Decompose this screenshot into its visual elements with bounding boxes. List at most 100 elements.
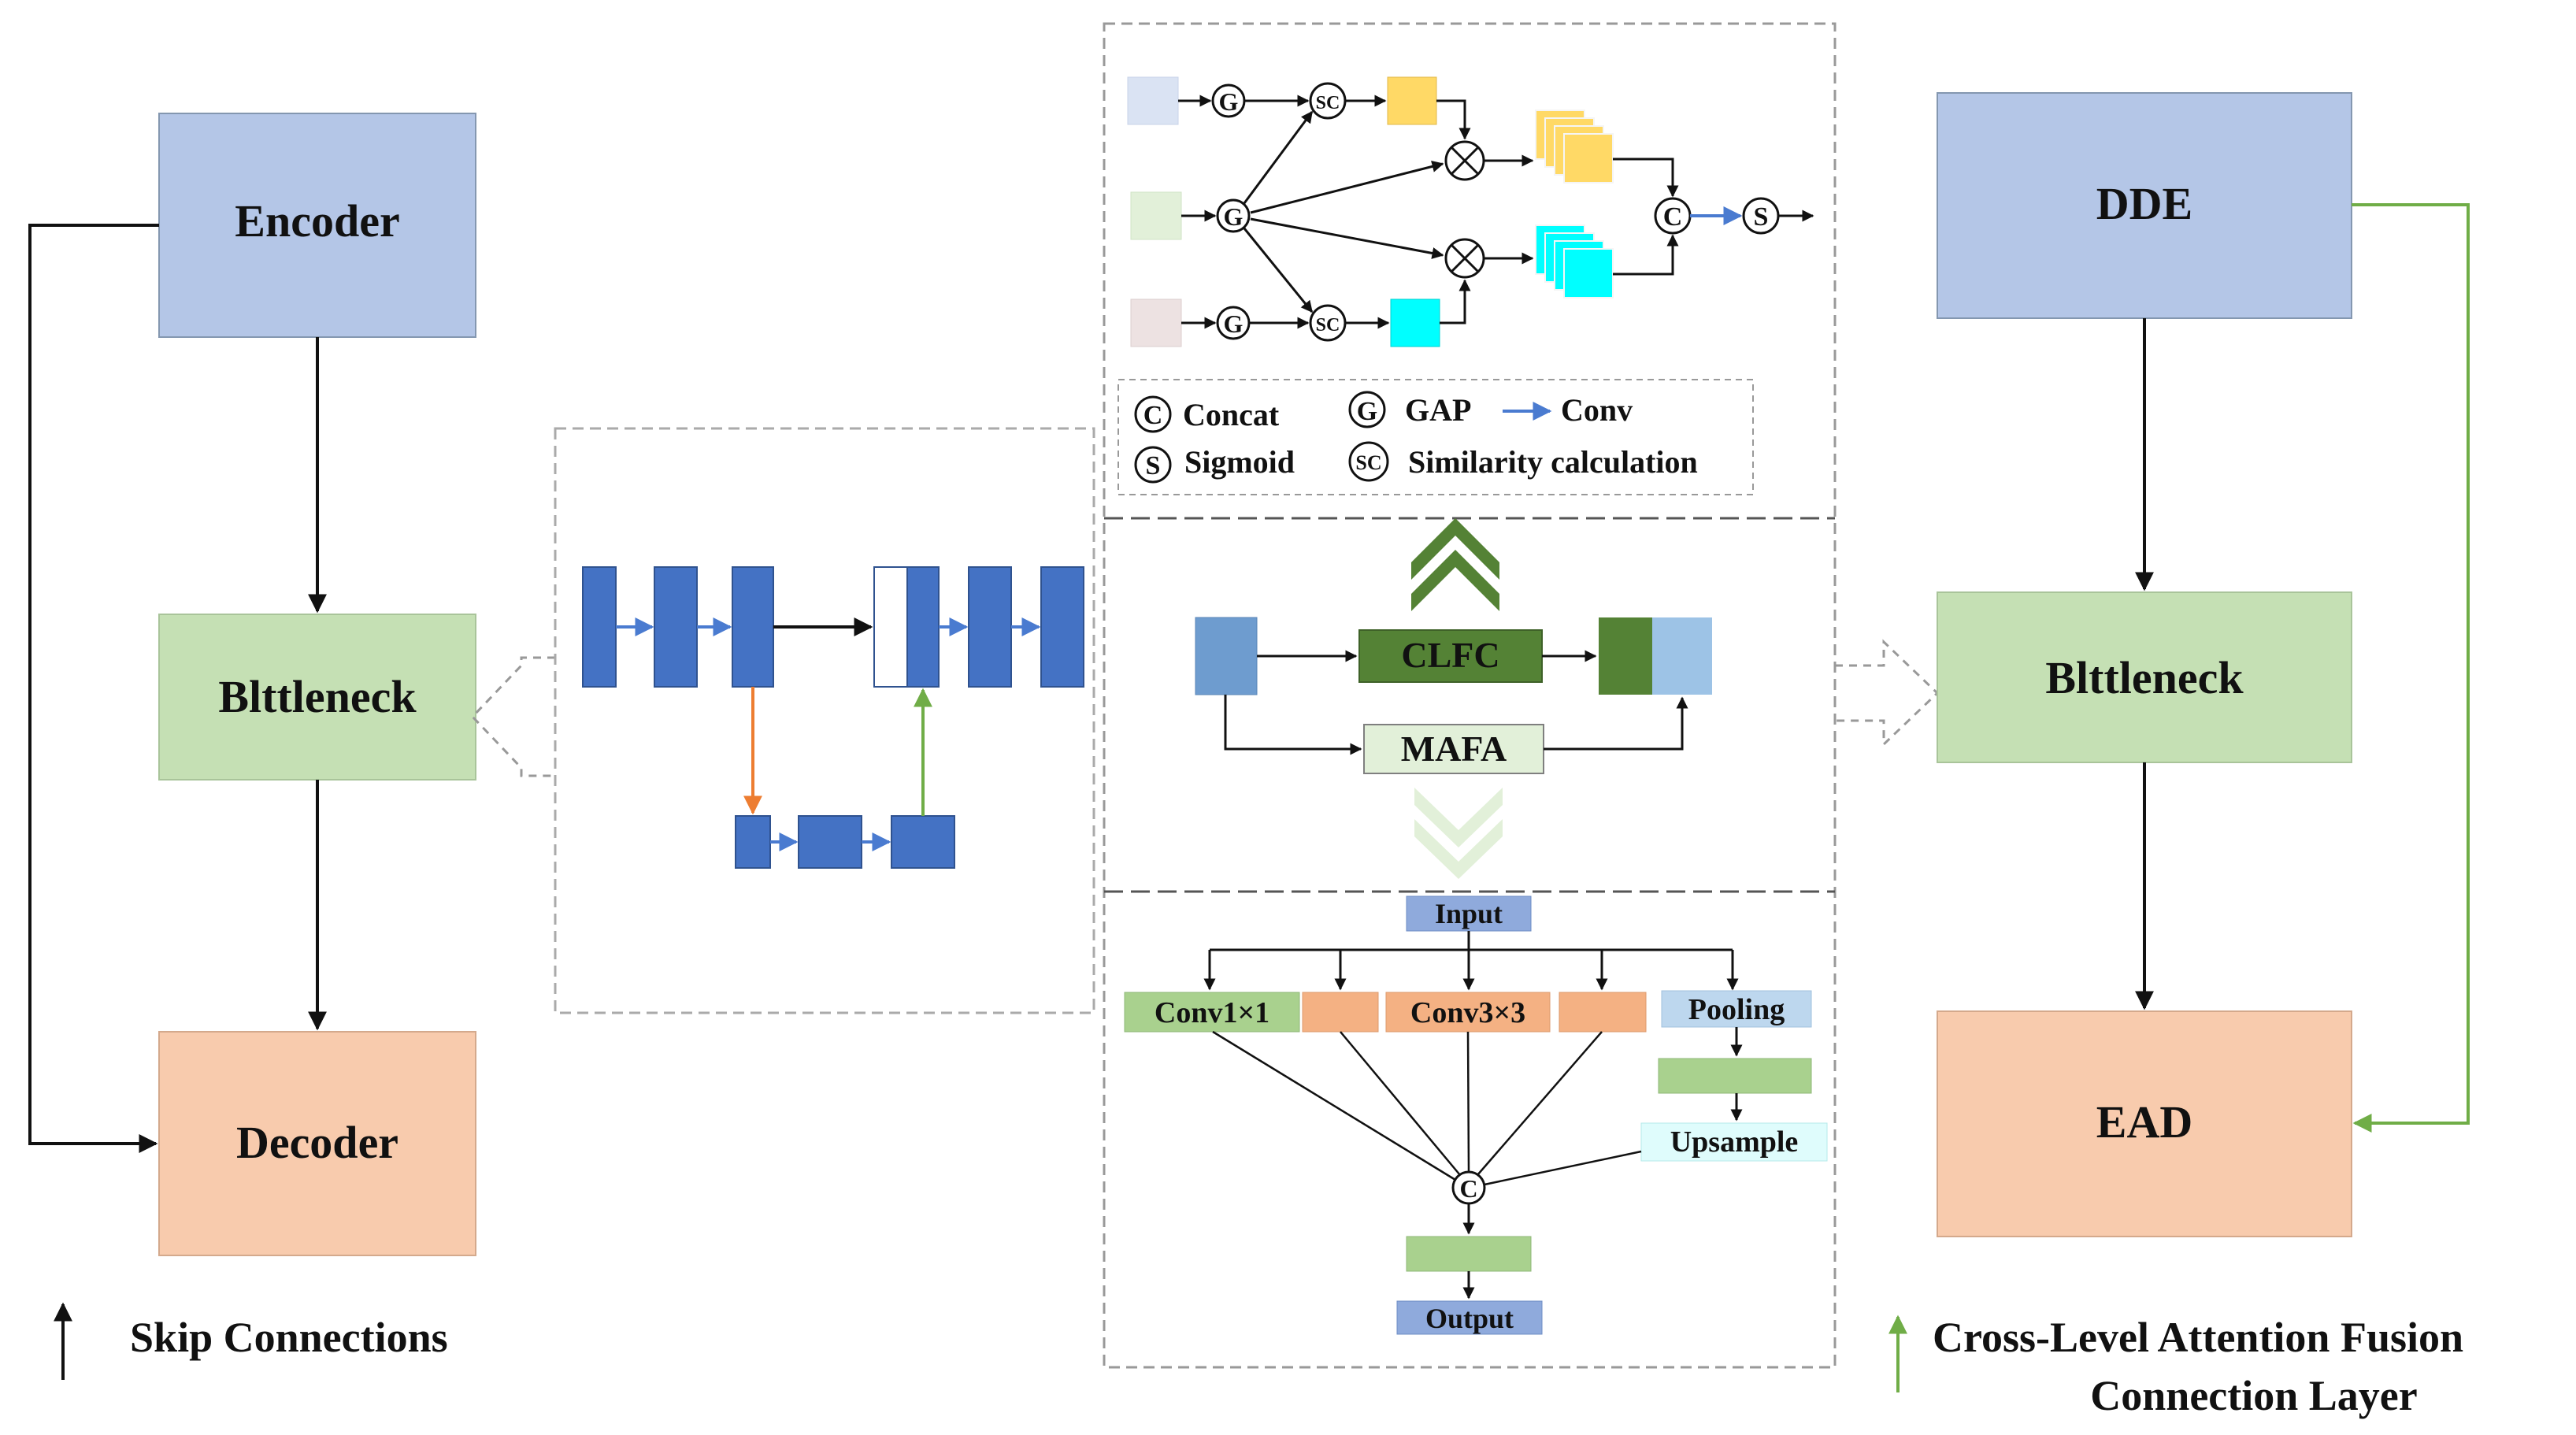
input-feature-2 [1130, 191, 1182, 240]
skip-legend-label: Skip Connections [130, 1314, 448, 1361]
ead-block [1937, 1010, 2352, 1237]
weight-yellow [1387, 76, 1437, 125]
bottom-conv-block-1 [735, 815, 771, 869]
zoom-arrow-right [1835, 639, 1940, 747]
conv3x3-block [1385, 992, 1551, 1033]
multiply-icon-2 [1444, 238, 1485, 279]
weighted-feature-stack-cyan [1535, 224, 1614, 298]
encoder-conv-block-3 [732, 566, 774, 688]
concat-legend-icon [1134, 395, 1172, 433]
sc-legend-icon [1348, 441, 1389, 482]
concat-legend-symbol: C [1143, 401, 1163, 430]
sc-legend-symbol: SC [1355, 451, 1381, 474]
gap-legend-label: GAP [1405, 392, 1471, 428]
ms-input-label: Input [1435, 898, 1503, 929]
pooling-block [1661, 990, 1812, 1028]
cross-level-connection-arrow [2352, 203, 2470, 1133]
sc-node-1-label: SC [1316, 93, 1340, 113]
sim-arrow-g2-mul1 [1250, 161, 1444, 214]
encoder-conv-block-1 [582, 566, 617, 688]
decoder-label: Decoder [236, 1117, 398, 1168]
weight-cyan [1390, 298, 1440, 347]
clfc-label: CLFC [1401, 635, 1499, 675]
orange-conv-block-2 [1559, 992, 1647, 1033]
decoder-conv-block-2 [968, 566, 1012, 688]
chevron-down-icon [1414, 788, 1503, 879]
gap-legend-symbol: G [1357, 397, 1377, 426]
bottleneck-block-left [158, 614, 476, 781]
upsample-block [1640, 1122, 1828, 1162]
sim-arrow-g2-mul2 [1250, 217, 1444, 259]
ms-merge-line-5 [1484, 1150, 1642, 1186]
input-feature-1 [1127, 76, 1179, 125]
encoder-conv-block-2 [654, 566, 698, 688]
ms-pool-conv-block [1658, 1058, 1812, 1094]
left-network: Encoder Blttleneck Decoder Skip Connecti… [28, 113, 476, 1380]
ms-output-block [1396, 1300, 1543, 1335]
sim-arrow-g2-sc1 [1243, 110, 1314, 204]
sigmoid-node-top-label: S [1754, 202, 1769, 232]
sc-node-2-label: SC [1316, 315, 1340, 336]
bottleneck-label-right: Blttleneck [2045, 652, 2244, 703]
clfc-block [1358, 629, 1543, 683]
center-panel: G G G SC SC [1103, 22, 1837, 1369]
bottom-conv-block-3 [891, 815, 955, 869]
bottom-conv-block-2 [798, 815, 862, 869]
bottleneck-block-right [1937, 591, 2352, 763]
conv-legend-label: Conv [1561, 392, 1633, 428]
fusion-module: CLFC MAFA [1195, 518, 1712, 879]
pooling-label: Pooling [1688, 993, 1785, 1026]
conv1x1-label: Conv1×1 [1155, 996, 1269, 1029]
decoder-conv-block-1 [906, 566, 940, 688]
orange-conv-block-1 [1302, 992, 1379, 1033]
concat-node-top-label: C [1663, 202, 1683, 232]
encoder-label: Encoder [235, 195, 399, 247]
sigmoid-legend-label: Sigmoid [1184, 444, 1295, 480]
sim-arrow-stack2-concat [1613, 234, 1679, 276]
zoom-arrow-left [470, 656, 555, 777]
sim-arrow-g2-sc2 [1243, 228, 1314, 313]
unet-concat-white [873, 566, 908, 688]
conv3x3-label: Conv3×3 [1410, 996, 1525, 1029]
ms-merge-line-3 [1466, 1031, 1470, 1173]
skip-connection-arrow [28, 224, 159, 1153]
sim-arrow-yellow-mul1 [1436, 99, 1471, 140]
upsample-label: Upsample [1670, 1125, 1799, 1159]
concat-legend-label: Concat [1183, 397, 1280, 432]
fusion-output-blue [1652, 617, 1712, 695]
similarity-legend-label: Similarity calculation [1408, 444, 1698, 480]
bottleneck-label-left: Blttleneck [218, 671, 417, 722]
ms-output-label: Output [1425, 1303, 1514, 1334]
mafa-label: MAFA [1401, 729, 1507, 769]
ms-fuse-conv-block [1406, 1236, 1532, 1272]
sim-arrow-cyan-mul2 [1440, 279, 1471, 324]
dde-label: DDE [2096, 178, 2192, 229]
sim-arrow-stack1-concat [1613, 158, 1679, 198]
multiply-icon-1 [1444, 140, 1485, 181]
gap-legend-icon [1348, 391, 1386, 428]
encoder-block [158, 113, 476, 338]
ms-merge-line-1 [1212, 1030, 1456, 1181]
gap-node-2 [1216, 198, 1251, 233]
unet-detail-panel [554, 427, 1095, 1014]
gap-node-3-label: G [1224, 310, 1244, 338]
dde-block [1937, 92, 2352, 319]
chevron-up-icon [1411, 518, 1499, 611]
similarity-module: G G G SC SC [1118, 76, 1814, 495]
multiscale-module: Input Conv1×1 Conv3×3 Pooling Upsample C [1124, 895, 1828, 1335]
cross-level-legend-line2: Connection Layer [2090, 1372, 2417, 1419]
fusion-arrow-input-mafa [1224, 695, 1362, 755]
sigmoid-legend-icon [1134, 446, 1172, 484]
conv1x1-block [1124, 992, 1300, 1033]
cross-level-legend-line1: Cross-Level Attention Fusion [1933, 1314, 2463, 1361]
fusion-input-block [1195, 617, 1258, 695]
gap-node-2-label: G [1224, 202, 1244, 231]
input-feature-3 [1130, 298, 1182, 347]
unet-panel-border [554, 427, 1095, 1014]
ms-merge-line-4 [1477, 1031, 1603, 1176]
decoder-block [158, 1031, 476, 1256]
gap-node-1-label: G [1219, 87, 1239, 116]
ms-concat-label: C [1459, 1174, 1477, 1203]
center-panel-border [1103, 22, 1837, 1369]
ms-merge-line-2 [1340, 1031, 1461, 1176]
